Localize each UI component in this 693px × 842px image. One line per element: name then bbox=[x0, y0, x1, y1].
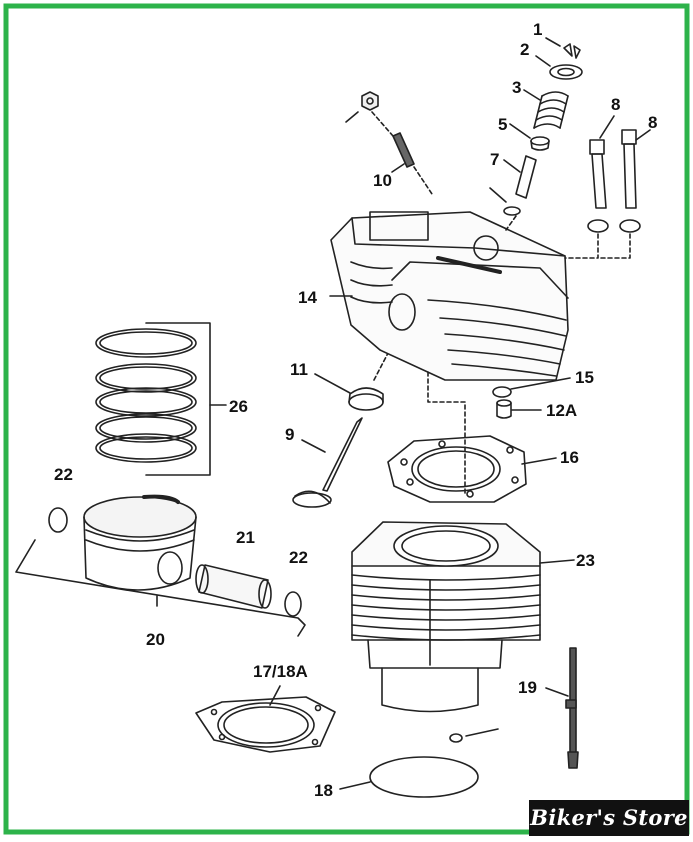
valve-spring bbox=[533, 91, 569, 129]
callout-26: 26 bbox=[229, 397, 248, 416]
bracket-26 bbox=[145, 322, 211, 476]
callout-5: 5 bbox=[498, 115, 507, 134]
callout-11: 11 bbox=[290, 360, 308, 379]
cylinder-stud bbox=[565, 647, 579, 769]
bikers-store-logo: Biker's Store bbox=[529, 800, 689, 836]
head-stud bbox=[392, 132, 415, 168]
head-bolt-washer-left bbox=[587, 219, 609, 233]
dowel-ring bbox=[449, 733, 463, 743]
callout-20: 20 bbox=[146, 630, 165, 649]
base-gasket bbox=[195, 696, 336, 753]
dowel-o-ring bbox=[492, 386, 512, 398]
green-border bbox=[3, 3, 690, 835]
callout-19: 19 bbox=[518, 678, 537, 697]
valve-spring-cap bbox=[530, 136, 550, 151]
head-bolt-right bbox=[621, 129, 637, 209]
callout-8-left: 8 bbox=[611, 95, 620, 114]
piston-rings bbox=[95, 328, 197, 463]
callout-22-left: 22 bbox=[54, 465, 73, 484]
callout-8-right: 8 bbox=[648, 113, 657, 132]
callout-22-right: 22 bbox=[289, 548, 308, 567]
valve-guide bbox=[515, 155, 537, 199]
callout-2: 2 bbox=[520, 40, 529, 59]
valve-retainer bbox=[549, 64, 583, 80]
guide-seal-ring bbox=[503, 206, 521, 216]
callout-16: 16 bbox=[560, 448, 579, 467]
head-bolt-left bbox=[589, 139, 607, 209]
piston-pin-clip-right bbox=[284, 591, 302, 617]
piston bbox=[83, 494, 197, 591]
callout-14: 14 bbox=[298, 288, 317, 307]
callout-15: 15 bbox=[575, 368, 594, 387]
callout-3: 3 bbox=[512, 78, 521, 97]
cylinder-head bbox=[330, 211, 569, 381]
piston-pin bbox=[195, 564, 272, 609]
callout-labels: 1 2 3 5 7 8 8 10 14 11 9 15 12A 16 26 22… bbox=[54, 20, 657, 800]
valve-keepers bbox=[563, 43, 581, 59]
head-gasket bbox=[387, 435, 527, 503]
dowel-pin bbox=[496, 399, 512, 419]
callout-9: 9 bbox=[285, 425, 294, 444]
callout-18: 18 bbox=[314, 781, 333, 800]
callout-10: 10 bbox=[373, 171, 392, 190]
bracket-20 bbox=[15, 539, 306, 637]
cylinder bbox=[351, 521, 541, 713]
callout-12a: 12A bbox=[546, 401, 577, 420]
head-stud-nut bbox=[361, 91, 379, 111]
callout-21: 21 bbox=[236, 528, 255, 547]
callout-23: 23 bbox=[576, 551, 595, 570]
o-ring bbox=[369, 756, 479, 798]
valve bbox=[292, 417, 363, 508]
callout-17-18a: 17/18A bbox=[253, 662, 308, 681]
callout-1: 1 bbox=[533, 20, 542, 39]
callout-7: 7 bbox=[490, 150, 499, 169]
valve-seal bbox=[348, 387, 384, 411]
head-bolt-washer-right bbox=[619, 219, 641, 233]
piston-pin-clip-left bbox=[48, 507, 68, 533]
